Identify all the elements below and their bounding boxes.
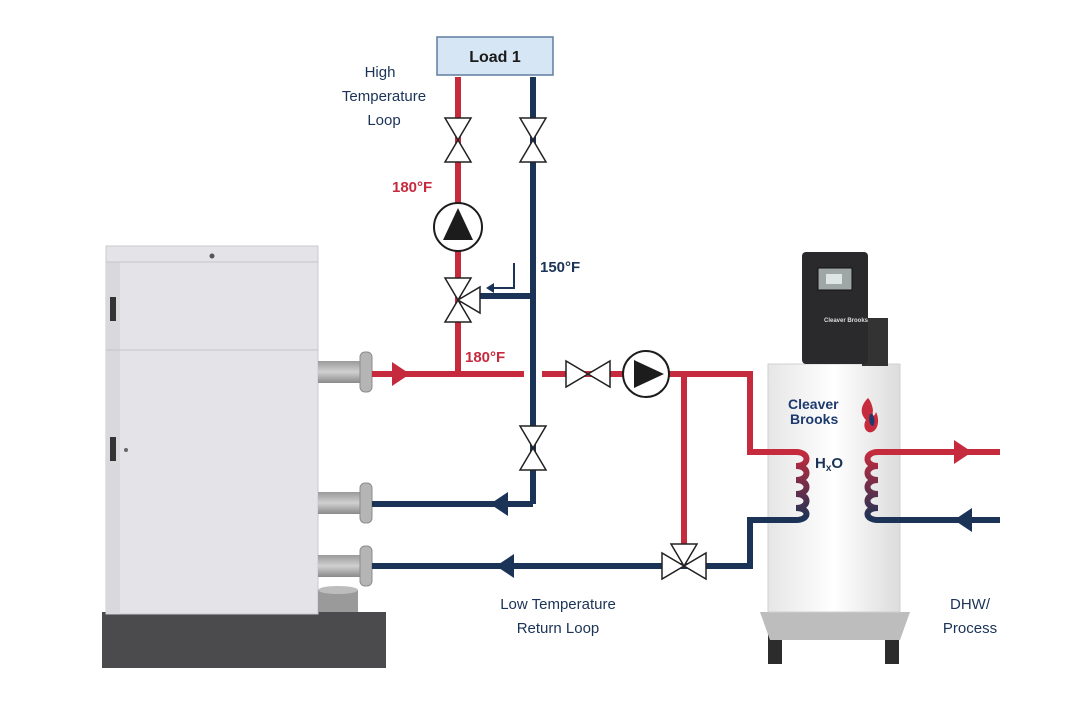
mix-flow-arrowhead-icon bbox=[486, 283, 494, 293]
svg-text:Loop: Loop bbox=[367, 112, 400, 129]
hot-supply-pipe-2 bbox=[542, 371, 796, 455]
svg-text:Return Loop: Return Loop bbox=[517, 620, 600, 637]
mix-flow-arrow-icon bbox=[494, 263, 515, 289]
hxo-stand bbox=[760, 612, 910, 640]
svg-text:DHW/: DHW/ bbox=[950, 596, 991, 613]
valve-cold-top bbox=[518, 117, 548, 163]
boiler bbox=[102, 245, 386, 668]
boiler-handle-dot bbox=[124, 448, 128, 452]
three-way-mixing-valve-upper bbox=[443, 277, 481, 323]
boiler-drain-top bbox=[318, 586, 358, 594]
low-return-arrow-icon bbox=[496, 554, 514, 578]
hxo-screen-inner bbox=[826, 274, 842, 284]
three-way-mixing-valve-lower bbox=[661, 543, 707, 581]
hxo-water-heater: Cleaver Brooks Cleaver Brooks HxO bbox=[760, 252, 910, 664]
supply-arrow-icon bbox=[392, 362, 410, 386]
dhw-out-arrow-icon bbox=[954, 440, 972, 464]
valve-supply-isolation bbox=[565, 359, 611, 389]
temp-150-label: 150°F bbox=[540, 259, 580, 276]
temp-180-mid-label: 180°F bbox=[465, 349, 505, 366]
hxo-controller-brand: Cleaver Brooks bbox=[824, 318, 869, 324]
boiler-low-return-nozzle bbox=[318, 545, 373, 587]
load-1-box: Load 1 bbox=[436, 36, 554, 76]
boiler-lower-latch bbox=[110, 437, 116, 461]
boiler-cabinet bbox=[105, 245, 319, 615]
low-temp-return-label: Low Temperature Return Loop bbox=[500, 596, 616, 637]
high-temp-loop-label: High Temperature Loop bbox=[342, 64, 426, 129]
pump-high-temp-loop bbox=[433, 202, 483, 252]
svg-text:Process: Process bbox=[943, 620, 997, 637]
dhw-in-arrow-icon bbox=[954, 508, 972, 532]
valve-cold-bottom bbox=[518, 425, 548, 471]
boiler-supply-nozzle bbox=[318, 351, 373, 393]
boiler-upper-latch bbox=[110, 297, 116, 321]
valve-hot-top bbox=[443, 117, 473, 163]
boiler-top-dot bbox=[209, 253, 215, 259]
hxo-brand-line1: Cleaver bbox=[788, 396, 839, 412]
boiler-return-nozzle bbox=[318, 482, 373, 524]
hxo-right-coil bbox=[864, 449, 879, 523]
load-label: Load 1 bbox=[469, 49, 521, 66]
hxo-model-label: HxO bbox=[815, 455, 843, 474]
temp-180-top-label: 180°F bbox=[392, 179, 432, 196]
hxo-left-coil bbox=[795, 449, 810, 523]
low-temp-return-pipe bbox=[372, 517, 796, 569]
boiler-base bbox=[102, 612, 386, 668]
svg-text:High: High bbox=[365, 64, 396, 81]
boiler-drain-stub bbox=[318, 590, 358, 612]
hxo-brand-line2: Brooks bbox=[790, 411, 838, 427]
flame-logo-inner-icon bbox=[869, 414, 875, 426]
return-arrow-icon bbox=[490, 492, 508, 516]
dhw-process-label: DHW/ Process bbox=[943, 596, 997, 637]
svg-text:Low Temperature: Low Temperature bbox=[500, 596, 616, 613]
svg-text:Temperature: Temperature bbox=[342, 88, 426, 105]
pump-hxo-supply bbox=[622, 350, 670, 398]
